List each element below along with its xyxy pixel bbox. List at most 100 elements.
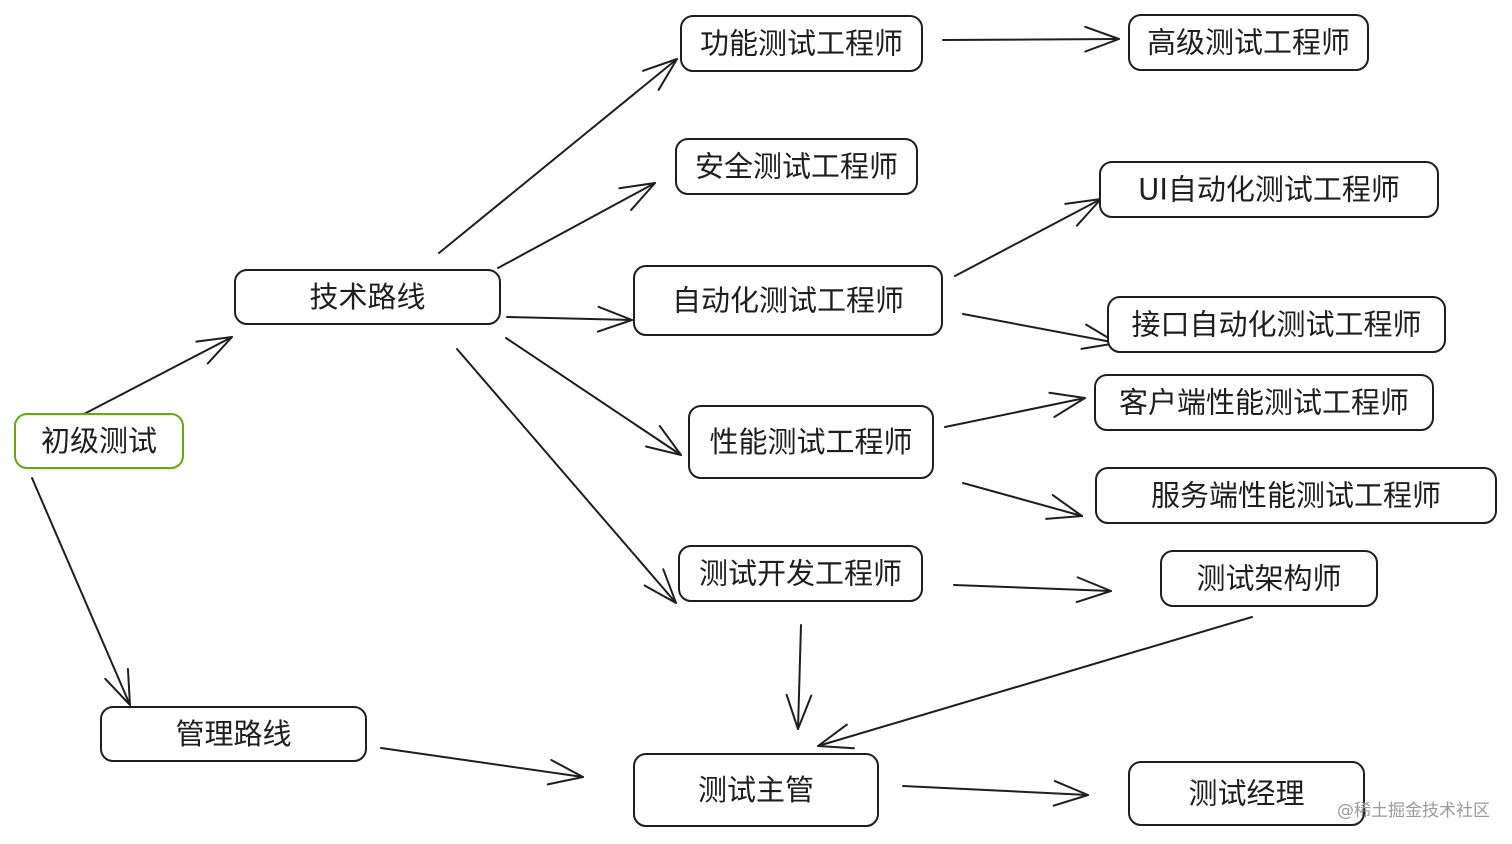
arrow-head	[195, 336, 233, 365]
arrow-shaft	[902, 785, 1089, 796]
node-box	[633, 753, 879, 827]
arrow-head	[643, 568, 677, 604]
arrow-mgmt-to-lead	[380, 747, 584, 786]
node-box	[633, 265, 943, 336]
arrow-auto-to-api	[962, 313, 1118, 350]
arrow-shaft	[506, 316, 633, 321]
arrow-head	[596, 305, 633, 333]
node-server-perf: 服务端性能测试工程师	[1095, 467, 1497, 524]
arrow-junior-to-mgmt	[31, 477, 131, 706]
node-box	[1128, 761, 1365, 826]
arrow-shaft	[817, 616, 1253, 747]
arrow-lead-to-manager	[902, 780, 1089, 807]
node-label: UI自动化测试工程师	[1138, 173, 1400, 207]
arrow-shaft	[942, 38, 1120, 41]
node-box	[1094, 374, 1434, 431]
arrow-head	[817, 723, 855, 750]
node-box	[1095, 467, 1497, 524]
arrow-tech-to-perf	[505, 337, 682, 456]
arrow-head	[1048, 391, 1086, 418]
arrow-head	[1052, 780, 1089, 807]
node-perf: 性能测试工程师	[688, 405, 934, 479]
node-label: 功能测试工程师	[700, 27, 903, 61]
arrow-junior-to-tech	[83, 336, 233, 415]
arrow-dev-to-arch	[953, 576, 1112, 604]
node-label: 高级测试工程师	[1147, 26, 1350, 60]
arrow-shaft	[505, 337, 682, 456]
arrow-head	[618, 182, 656, 211]
arrow-head	[1075, 576, 1112, 604]
arrow-head	[645, 424, 682, 456]
node-label: 技术路线	[309, 280, 425, 314]
arrow-head	[641, 58, 678, 91]
arrow-head	[546, 758, 584, 786]
node-box	[1160, 550, 1378, 607]
arrow-tech-to-security	[497, 182, 656, 269]
node-manager: 测试经理	[1128, 761, 1365, 826]
node-auto: 自动化测试工程师	[633, 265, 943, 336]
arrow-shaft	[962, 313, 1118, 344]
node-label: 测试开发工程师	[699, 557, 902, 591]
node-api: 接口自动化测试工程师	[1107, 296, 1446, 353]
node-ui: UI自动化测试工程师	[1099, 161, 1439, 218]
node-label: 性能测试工程师	[709, 425, 912, 459]
node-label: 测试主管	[698, 773, 814, 807]
arrow-shaft	[31, 477, 131, 706]
node-dev: 测试开发工程师	[678, 545, 923, 602]
node-box	[1107, 296, 1446, 353]
arrow-shaft	[962, 482, 1083, 517]
node-box	[14, 413, 184, 469]
node-senior: 高级测试工程师	[1128, 14, 1369, 71]
node-client-perf: 客户端性能测试工程师	[1094, 374, 1434, 431]
node-junior: 初级测试	[14, 413, 184, 469]
node-arch: 测试架构师	[1160, 550, 1378, 607]
node-label: 测试经理	[1188, 777, 1304, 811]
node-label: 自动化测试工程师	[672, 284, 904, 318]
arrow-shaft	[380, 747, 584, 778]
arrow-tech-to-dev	[456, 348, 677, 604]
arrow-shaft	[797, 624, 802, 730]
node-box	[678, 545, 923, 602]
node-label: 管理路线	[175, 717, 291, 751]
arrow-shaft	[954, 198, 1102, 277]
arrow-arch-to-lead	[817, 616, 1253, 750]
node-lead: 测试主管	[633, 753, 879, 827]
node-box	[1099, 161, 1439, 218]
arrow-shaft	[456, 348, 677, 604]
node-label: 安全测试工程师	[695, 150, 898, 184]
node-security: 安全测试工程师	[675, 138, 918, 195]
node-label: 服务端性能测试工程师	[1151, 479, 1441, 513]
node-func: 功能测试工程师	[680, 15, 923, 72]
arrow-auto-to-ui	[954, 198, 1102, 277]
arrow-head	[785, 693, 813, 730]
watermark-text: @稀土掘金技术社区	[1337, 801, 1490, 821]
node-tech: 技术路线	[234, 269, 501, 325]
node-label: 初级测试	[41, 424, 157, 458]
node-label: 客户端性能测试工程师	[1119, 386, 1409, 420]
arrow-perf-to-server-perf	[962, 482, 1083, 520]
node-box	[688, 405, 934, 479]
arrow-head	[1045, 494, 1083, 520]
arrow-shaft	[438, 58, 678, 254]
arrow-tech-to-func	[438, 58, 678, 254]
arrow-head	[104, 668, 131, 706]
node-box	[100, 706, 367, 762]
arrow-shaft	[944, 397, 1086, 428]
edges	[31, 25, 1253, 807]
arrow-head	[1064, 198, 1102, 227]
node-label: 测试架构师	[1196, 562, 1341, 596]
arrow-tech-to-auto	[506, 305, 633, 333]
node-box	[675, 138, 918, 195]
arrow-head	[1084, 25, 1120, 53]
arrow-shaft	[497, 182, 656, 269]
arrow-perf-to-client-perf	[944, 391, 1086, 428]
arrow-dev-to-lead	[785, 624, 813, 730]
node-label: 接口自动化测试工程师	[1131, 308, 1421, 342]
node-box	[680, 15, 923, 72]
node-box	[1128, 14, 1369, 71]
arrow-shaft	[953, 584, 1112, 592]
node-mgmt: 管理路线	[100, 706, 367, 762]
arrow-func-to-senior	[942, 25, 1120, 53]
